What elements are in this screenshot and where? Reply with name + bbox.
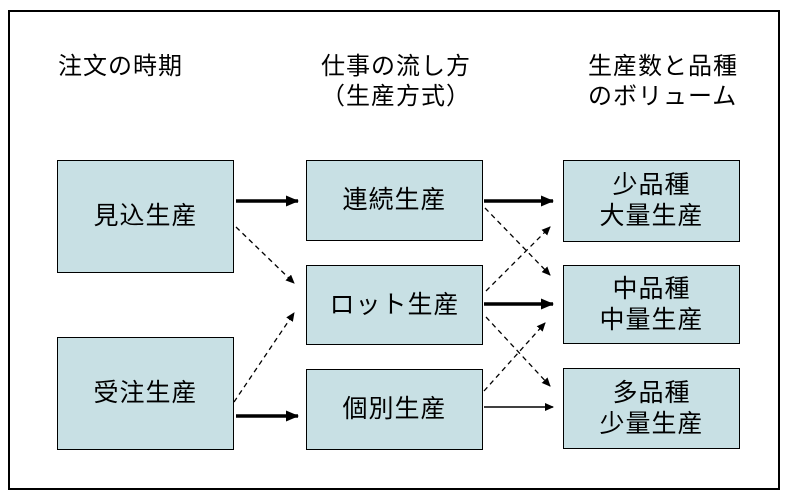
- column-header-volume-variety: 生産数と品種 のボリューム: [588, 53, 738, 110]
- column-header-order-timing: 注文の時期: [58, 53, 183, 80]
- box-lot-production: ロット生産: [306, 265, 483, 345]
- column-header-workflow-method: 仕事の流し方 （生産方式）: [321, 53, 471, 110]
- diagram-outer-border: [8, 10, 780, 490]
- box-individual-production: 個別生産: [306, 369, 483, 450]
- box-medium-variety-medium-volume: 中品種 中量生産: [563, 265, 740, 344]
- box-continuous-production: 連続生産: [306, 160, 483, 241]
- box-many-variety-small-volume: 多品種 少量生産: [563, 368, 740, 449]
- box-make-to-stock-production: 見込生産: [57, 160, 234, 273]
- box-few-variety-mass-volume: 少品種 大量生産: [563, 160, 740, 242]
- box-make-to-order-production: 受注生産: [57, 337, 234, 450]
